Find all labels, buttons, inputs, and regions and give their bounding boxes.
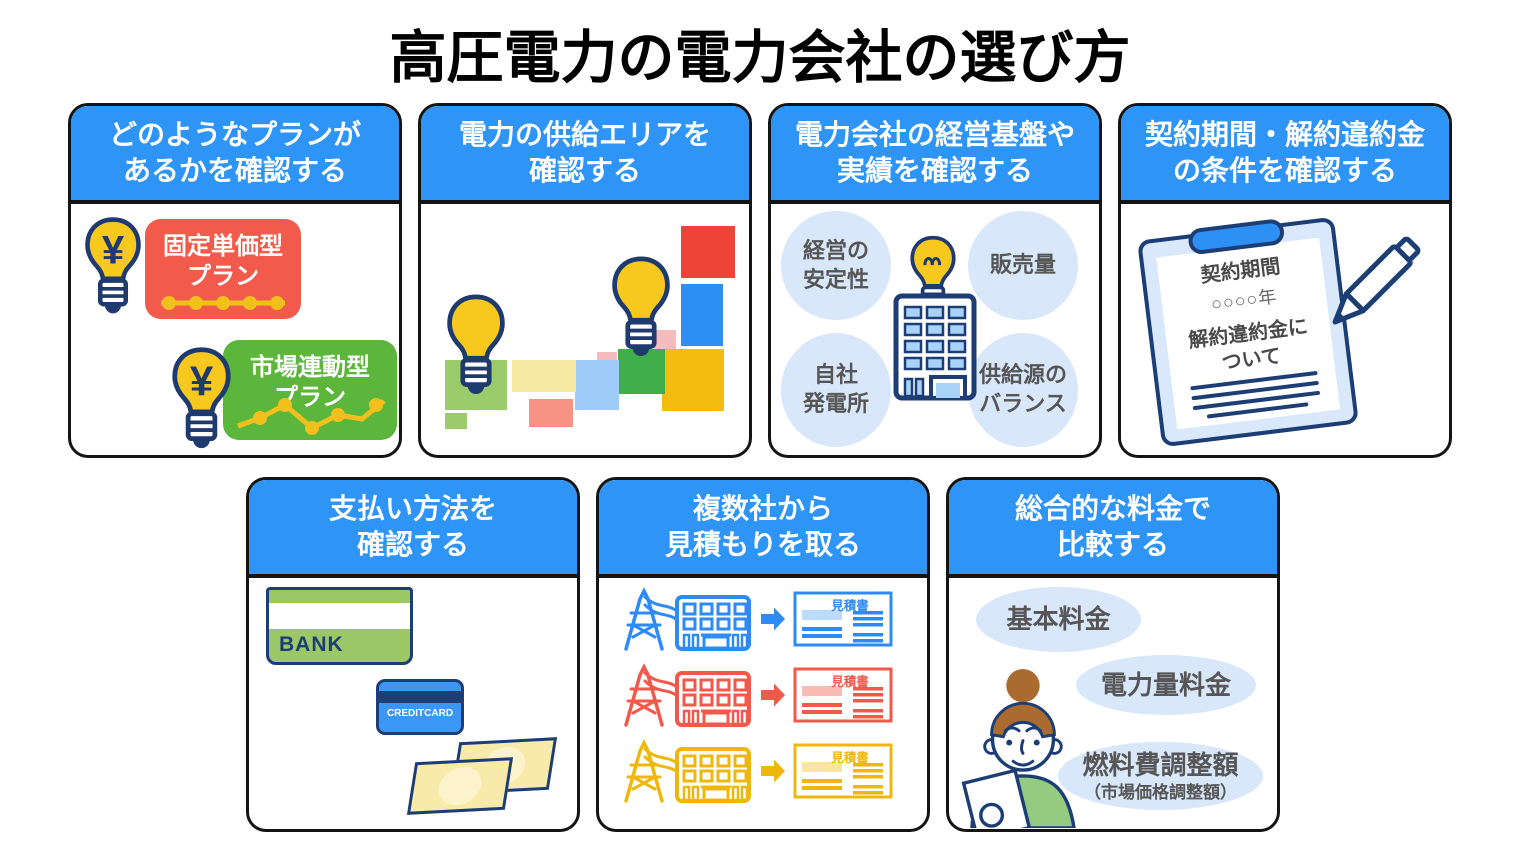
bankbook-stripe (269, 603, 410, 629)
map-block-okinawa (445, 413, 467, 429)
card-total-header: 総合的な料金で 比較する (949, 480, 1277, 578)
quote-document: 見積書 (793, 591, 893, 647)
page-title: 高圧電力の電力会社の選び方 (389, 26, 1131, 90)
arrow-right-icon (761, 683, 785, 707)
card-area-title: 電力の供給エリアを 確認する (458, 118, 711, 186)
market-plan-label: 市場連動型 プラン (250, 354, 370, 411)
card-payment: 支払い方法を 確認する BANK CREDITCARD (246, 477, 580, 832)
quote-row-blue: 見積書 (621, 587, 893, 651)
quote-row-red: 見積書 (621, 663, 893, 727)
flat-rate-sparkline-icon (161, 296, 285, 310)
map-block-hokuriku (575, 360, 619, 410)
svg-text:¥: ¥ (102, 228, 125, 272)
lightbulb-icon (907, 234, 959, 317)
card-payment-title: 支払い方法を 確認する (328, 492, 497, 560)
map-block-chubu (618, 349, 665, 394)
arrow-right-icon (761, 759, 785, 783)
market-plan-badge: 市場連動型 プラン (223, 340, 397, 440)
power-company-icon (624, 739, 751, 803)
card-quotes-header: 複数社から 見積もりを取る (599, 480, 927, 578)
quote-doc-label: 見積書 (831, 675, 869, 689)
bank-label: BANK (279, 633, 344, 656)
fee-bubble-basic: 基本料金 (976, 587, 1141, 652)
office-building-icon (893, 293, 977, 401)
quote-doc-label: 見積書 (831, 599, 869, 613)
svg-text:¥: ¥ (190, 358, 214, 405)
card-plans-header: どのようなプランが あるかを確認する (71, 106, 399, 204)
card-quotes-body: 見積書 (599, 578, 927, 825)
fee-bubble-fuel: 燃料費調整額 （市場価格調整額） (1058, 742, 1263, 810)
card-plans-title: どのようなプランが あるかを確認する (108, 118, 361, 186)
fixed-plan-label: 固定単価型 プラン (163, 233, 283, 290)
bubble-management-stability: 経営の 安定性 (781, 211, 891, 320)
card-total: 総合的な料金で 比較する 基本料金 電力量料金 燃料費調整額 （市場価格調整額） (946, 477, 1280, 832)
card-total-title: 総合的な料金で 比較する (1014, 492, 1211, 560)
quote-document: 見積書 (793, 743, 893, 799)
credit-card-stripe (379, 691, 461, 703)
card-management-body: 経営の 安定性 販売量 自社 発電所 供給源の バランス (771, 204, 1099, 451)
fee-bubble-energy: 電力量料金 (1076, 655, 1256, 715)
japan-map (421, 204, 749, 451)
arrow-right-icon (761, 607, 785, 631)
yen-lightbulb-icon: ¥ (168, 345, 235, 452)
market-rate-sparkline-icon (237, 398, 386, 435)
card-quotes: 複数社から 見積もりを取る (596, 477, 930, 832)
card-contract-title: 契約期間・解約違約金 の条件を確認する (1144, 118, 1425, 186)
card-contract: 契約期間・解約違約金 の条件を確認する 契約期間 ○○○○年 解約違約金に つい… (1118, 103, 1452, 458)
card-plans-body: 固定単価型 プラン ¥ 市場連動型 プラン (71, 204, 399, 451)
map-block-kansai (512, 360, 576, 392)
card-management-header: 電力会社の経営基盤や 実績を確認する (771, 106, 1099, 204)
map-block-tohoku (681, 284, 723, 346)
yen-lightbulb-icon: ¥ (81, 215, 145, 317)
fuel-fee-sub: （市場価格調整額） (1083, 782, 1237, 802)
card-total-body: 基本料金 電力量料金 燃料費調整額 （市場価格調整額） (949, 578, 1277, 828)
card-management: 電力会社の経営基盤や 実績を確認する 経営の 安定性 販売量 自社 発電所 供給… (768, 103, 1102, 458)
bubble-sales-volume: 販売量 (968, 211, 1078, 320)
power-company-icon (624, 663, 751, 727)
person-icon (961, 668, 1076, 828)
card-contract-body: 契約期間 ○○○○年 解約違約金に ついて (1121, 204, 1449, 451)
map-block-hokkaido (681, 226, 735, 278)
power-company-icon (624, 587, 751, 651)
card-management-title: 電力会社の経営基盤や 実績を確認する (794, 118, 1075, 186)
cash-bill-icon (406, 757, 514, 815)
quote-row-yellow: 見積書 (621, 739, 893, 803)
map-block-kanto (662, 349, 724, 411)
fixed-plan-badge: 固定単価型 プラン (145, 219, 301, 319)
bubble-own-power-plant: 自社 発電所 (781, 333, 891, 447)
map-block-shikoku (529, 399, 573, 427)
credit-card-label: CREDITCARD (386, 708, 454, 719)
bankbook-icon: BANK (266, 587, 413, 665)
lightbulb-icon (608, 254, 674, 360)
quote-document: 見積書 (793, 667, 893, 723)
quote-doc-label: 見積書 (831, 751, 869, 765)
card-payment-header: 支払い方法を 確認する (249, 480, 577, 578)
card-area-header: 電力の供給エリアを 確認する (421, 106, 749, 204)
pen-icon (1332, 236, 1421, 325)
card-payment-body: BANK CREDITCARD (249, 578, 577, 825)
card-area: 電力の供給エリアを 確認する (418, 103, 752, 458)
card-quotes-title: 複数社から 見積もりを取る (664, 492, 861, 560)
map-block-pink-upper (654, 330, 676, 352)
fuel-fee-main: 燃料費調整額 (1082, 750, 1239, 781)
card-contract-header: 契約期間・解約違約金 の条件を確認する (1121, 106, 1449, 204)
credit-card-icon: CREDITCARD (376, 679, 464, 735)
lightbulb-icon (443, 292, 509, 398)
card-plans: どのようなプランが あるかを確認する 固定単価型 プラン ¥ 市場連動型 プラン (68, 103, 402, 458)
bubble-supply-balance: 供給源の バランス (968, 333, 1078, 447)
